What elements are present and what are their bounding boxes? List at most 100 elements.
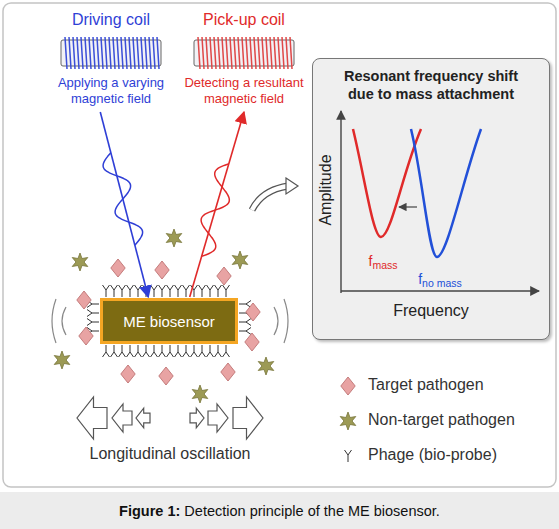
- phage-probe: [199, 285, 206, 297]
- subscript-part: mass: [372, 259, 397, 271]
- subscript-part: no mass: [422, 277, 462, 289]
- panel-title: Resonant frequency shift due to mass att…: [313, 59, 549, 103]
- coil-winding: [145, 37, 147, 69]
- phage-probe: [215, 285, 222, 297]
- coil-winding: [121, 37, 123, 69]
- coil-winding: [133, 37, 135, 69]
- field-arrow: [100, 112, 148, 297]
- coil-winding: [149, 37, 151, 69]
- phage-probe: [127, 345, 134, 357]
- coil-winding: [101, 37, 103, 69]
- vibration-wave: [62, 307, 66, 335]
- phage-probe: [223, 345, 230, 357]
- coil-winding: [222, 37, 224, 69]
- oscillation-arrow: [233, 397, 263, 439]
- coil-winding: [129, 37, 131, 69]
- target-pathogen: [159, 367, 173, 385]
- phage-probe: [143, 345, 150, 357]
- oscillation-arrow: [190, 408, 204, 428]
- phage-probe: [135, 345, 142, 357]
- coil-winding: [81, 37, 83, 69]
- coil-winding: [246, 37, 248, 69]
- coil-winding: [89, 37, 91, 69]
- coil-winding: [218, 37, 220, 69]
- coil-winding: [274, 37, 276, 69]
- target-pathogen: [155, 261, 169, 279]
- figure-caption: Figure 1: Detection principle of the ME …: [119, 503, 440, 519]
- legend-text: Target pathogen: [368, 376, 484, 394]
- result-panel: Resonant frequency shift due to mass att…: [312, 58, 550, 340]
- phage-probe: [175, 345, 182, 357]
- caption-label: Longitudinal oscillation: [90, 445, 251, 463]
- y-axis: [340, 111, 341, 293]
- curved-arrow: [252, 186, 288, 210]
- coil-winding: [153, 37, 155, 69]
- oscillation-arrow: [136, 408, 150, 428]
- no-mass-curve: [411, 129, 481, 257]
- coil-winding: [198, 37, 200, 69]
- coil-winding: [250, 37, 252, 69]
- coil-winding: [105, 37, 107, 69]
- phage-probe: [223, 285, 230, 297]
- phage-probe: [183, 285, 190, 297]
- coil-description: Detecting a resultant magnetic field: [182, 75, 306, 107]
- coil-winding: [226, 37, 228, 69]
- phage-probe: [159, 345, 166, 357]
- target-pathogen: [217, 267, 231, 285]
- phage-probe: [127, 285, 134, 297]
- coil-winding: [254, 37, 256, 69]
- phage-probe: [151, 285, 158, 297]
- coil-winding: [73, 37, 75, 69]
- target-pathogen: [111, 259, 125, 277]
- phage-probe: [239, 328, 251, 335]
- curved-arrow-head: [286, 178, 298, 194]
- non-target-pathogen: [192, 385, 208, 403]
- coil-winding: [77, 37, 79, 69]
- sensor-label: ME biosensor: [123, 313, 215, 330]
- non-target-pathogen: [232, 251, 248, 269]
- phage-probe: [111, 345, 118, 357]
- phage-probe: [239, 319, 251, 326]
- target-pathogen: [121, 365, 135, 383]
- axis-label: Amplitude: [317, 154, 335, 225]
- field-arrow: [190, 112, 244, 297]
- vibration-wave: [284, 299, 288, 343]
- target-pathogen: [245, 333, 259, 351]
- phage-probe: [345, 450, 352, 462]
- non-target-pathogen: [258, 357, 274, 375]
- curved-arrow: [252, 186, 288, 210]
- coil-node: Pick-up coilDetecting a resultant magnet…: [180, 6, 308, 111]
- phage-probe: [199, 345, 206, 357]
- non-target-pathogen: [340, 412, 356, 430]
- symbol-part: f: [369, 253, 373, 269]
- shift-arrow: [399, 206, 417, 207]
- coil-winding: [157, 37, 159, 69]
- phage-probe: [175, 285, 182, 297]
- target-pathogen: [77, 291, 91, 309]
- coil-winding: [141, 37, 143, 69]
- oscillation-arrow: [208, 404, 228, 432]
- phage-probe: [167, 345, 174, 357]
- coil-winding: [286, 37, 288, 69]
- coil-winding: [69, 37, 71, 69]
- coil-winding: [242, 37, 244, 69]
- coil-winding: [266, 37, 268, 69]
- coil-winding: [282, 37, 284, 69]
- phage-probe: [111, 285, 118, 297]
- phage-probe: [215, 345, 222, 357]
- field-wave: [201, 164, 229, 256]
- coil-winding: [278, 37, 280, 69]
- target-pathogen: [341, 377, 355, 395]
- caption-body: Detection principle of the ME biosensor.: [180, 503, 440, 519]
- mass-curve: [353, 129, 421, 237]
- field-wave: [103, 153, 142, 246]
- phage-probe: [119, 345, 126, 357]
- phage-probe: [87, 310, 99, 317]
- coil-winding: [214, 37, 216, 69]
- phage-probe: [167, 285, 174, 297]
- coil-node: Driving coilApplying a varying magnetic …: [44, 6, 178, 111]
- oscillation-arrow: [112, 404, 132, 432]
- figure-frame: [3, 3, 556, 487]
- coil-winding: [109, 37, 111, 69]
